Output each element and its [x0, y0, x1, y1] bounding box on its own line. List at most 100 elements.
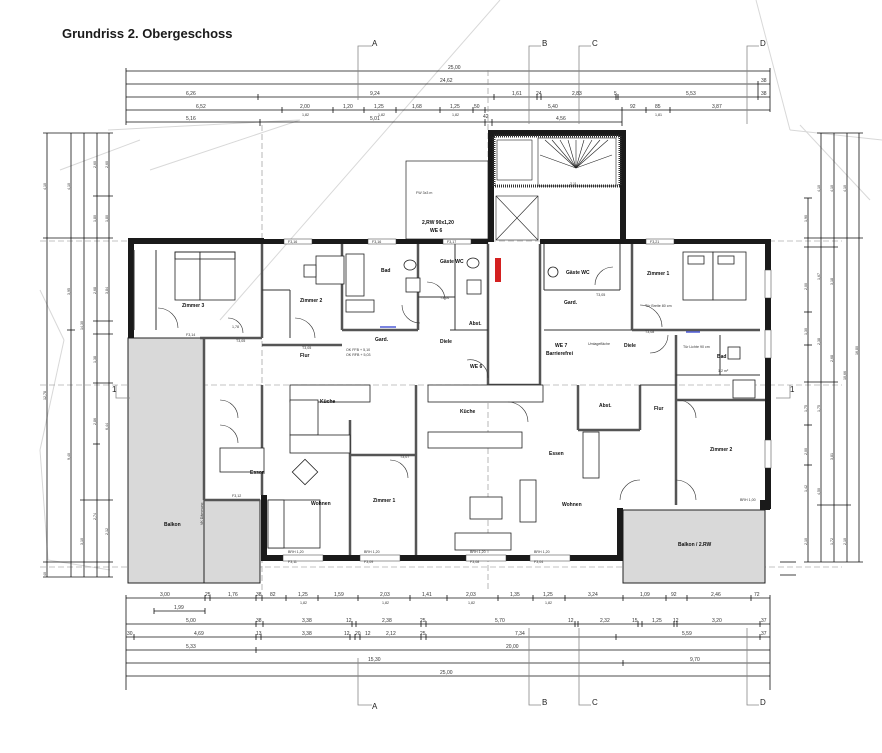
svg-text:F3,16: F3,16	[288, 240, 297, 244]
top-dimension-labels: 25,00 24,62 38 6,26 9,24 1,61 24 2,83 5 …	[186, 65, 767, 122]
svg-text:4,10: 4,10	[843, 185, 847, 192]
svg-text:2,86: 2,86	[93, 418, 97, 425]
svg-text:5,16: 5,16	[186, 116, 196, 122]
svg-text:1,09: 1,09	[640, 592, 650, 598]
room-wohnen-right: Wohnen	[562, 502, 582, 508]
svg-text:15,30: 15,30	[368, 657, 381, 663]
svg-text:1,67: 1,67	[817, 273, 821, 280]
svg-text:1,25: 1,25	[298, 592, 308, 598]
elevator	[496, 139, 533, 181]
section-marker-a-bottom: A	[372, 702, 378, 711]
room-labels: Zimmer 3 Zimmer 2 Bad Gäste WC Gard. Abs…	[164, 259, 732, 548]
svg-text:T3,07: T3,07	[400, 455, 409, 459]
svg-text:1,75: 1,75	[804, 405, 808, 412]
windows	[282, 238, 772, 562]
svg-text:25,00: 25,00	[448, 65, 461, 71]
svg-text:7,34: 7,34	[515, 631, 525, 637]
svg-text:2,03: 2,03	[380, 592, 390, 598]
svg-text:2,00: 2,00	[804, 283, 808, 290]
svg-text:F3,12: F3,12	[232, 494, 241, 498]
svg-text:2,12: 2,12	[105, 528, 109, 535]
svg-text:2,00: 2,00	[300, 104, 310, 110]
svg-text:T3,08: T3,08	[645, 330, 654, 334]
svg-text:BRH 1,20: BRH 1,20	[470, 550, 486, 554]
room-gard-right: Gard.	[564, 300, 578, 306]
svg-text:6,26: 6,26	[186, 91, 196, 97]
room-kueche-left: Küche	[320, 399, 336, 405]
svg-text:2,00: 2,00	[804, 448, 808, 455]
bottom-dimension-labels: 3,00 25 1,76 38 82 1,25 1,59 2,03 1,41 2…	[127, 592, 767, 676]
svg-text:9,40: 9,40	[67, 453, 71, 460]
svg-text:1,82: 1,82	[302, 113, 309, 117]
armchair-icon	[291, 458, 319, 486]
svg-text:2,11: 2,11	[570, 182, 577, 186]
balcony-left	[127, 337, 205, 584]
svg-text:1,41: 1,41	[422, 592, 432, 598]
section-marker-1-right: 1	[790, 385, 795, 394]
svg-text:24,62: 24,62	[440, 78, 453, 84]
svg-text:2,60: 2,60	[105, 161, 109, 168]
svg-text:5,00: 5,00	[186, 618, 196, 624]
svg-text:1,25: 1,25	[652, 618, 662, 624]
svg-text:F3,21: F3,21	[650, 240, 659, 244]
svg-text:1,25: 1,25	[543, 592, 553, 598]
svg-text:72: 72	[754, 592, 760, 598]
svg-text:2,38: 2,38	[382, 618, 392, 624]
svg-text:F3,14: F3,14	[186, 333, 195, 337]
furniture	[174, 251, 756, 551]
svg-text:1,59: 1,59	[334, 592, 344, 598]
svg-text:12: 12	[568, 618, 574, 624]
svg-text:1,82: 1,82	[382, 601, 389, 605]
top-dimension-chains	[125, 68, 771, 126]
svg-text:1,25: 1,25	[374, 104, 384, 110]
staircase	[537, 137, 617, 187]
room-we6: WE 6	[470, 364, 482, 370]
svg-text:1,75: 1,75	[817, 405, 821, 412]
svg-text:92: 92	[671, 592, 677, 598]
svg-text:1,82: 1,82	[378, 113, 385, 117]
svg-text:14,30: 14,30	[80, 321, 84, 330]
svg-text:1,90: 1,90	[804, 215, 808, 222]
left-dimension-labels: 4,10 4,10 2,60 2,60 3,95 14,30 1,80 1,80…	[43, 161, 109, 576]
svg-text:10,66: 10,66	[843, 371, 847, 380]
svg-text:Tür Lichte 90 cm: Tür Lichte 90 cm	[683, 345, 710, 349]
svg-text:2,46: 2,46	[711, 592, 721, 598]
interior-walls	[200, 244, 765, 555]
svg-text:OK FFB + 5,10: OK FFB + 5,10	[346, 348, 370, 352]
svg-text:92: 92	[630, 104, 636, 110]
svg-text:2,83: 2,83	[572, 91, 582, 97]
room-we7: WE 7	[555, 343, 567, 349]
section-markers-bottom	[357, 628, 759, 706]
svg-text:FW 3x3 m: FW 3x3 m	[416, 191, 432, 195]
svg-text:BRH 1,20: BRH 1,20	[288, 550, 304, 554]
svg-text:F3,16: F3,16	[372, 240, 381, 244]
svg-text:5: 5	[614, 91, 617, 97]
right-dimension-chains	[780, 132, 863, 576]
svg-text:42: 42	[483, 114, 489, 120]
svg-text:1,82: 1,82	[452, 113, 459, 117]
section-marker-c: C	[592, 39, 598, 48]
section-marker-b: B	[542, 39, 547, 48]
svg-text:37: 37	[761, 631, 767, 637]
svg-text:1,68: 1,68	[412, 104, 422, 110]
svg-text:1,35: 1,35	[510, 592, 520, 598]
section-marker-1-left: 1	[112, 385, 117, 394]
svg-text:16,80: 16,80	[855, 346, 859, 355]
svg-text:1,72: 1,72	[830, 538, 834, 545]
svg-text:1,42: 1,42	[804, 485, 808, 492]
svg-text:4,56: 4,56	[556, 116, 566, 122]
svg-text:82: 82	[270, 592, 276, 598]
svg-text:25,00: 25,00	[440, 670, 453, 676]
svg-text:T3,05: T3,05	[302, 346, 311, 350]
page-title: Grundriss 2. Obergeschoss	[62, 26, 233, 41]
room-zimmer-1-right: Zimmer 1	[647, 271, 669, 277]
svg-text:25: 25	[205, 592, 211, 598]
svg-text:2,RW 90x1,20: 2,RW 90x1,20	[422, 220, 454, 226]
svg-text:3,87: 3,87	[712, 104, 722, 110]
svg-text:30: 30	[127, 631, 133, 637]
svg-text:38: 38	[256, 592, 262, 598]
svg-text:1,20: 1,20	[343, 104, 353, 110]
room-kueche-right: Küche	[460, 409, 476, 415]
room-zimmer-3: Zimmer 3	[182, 303, 204, 309]
